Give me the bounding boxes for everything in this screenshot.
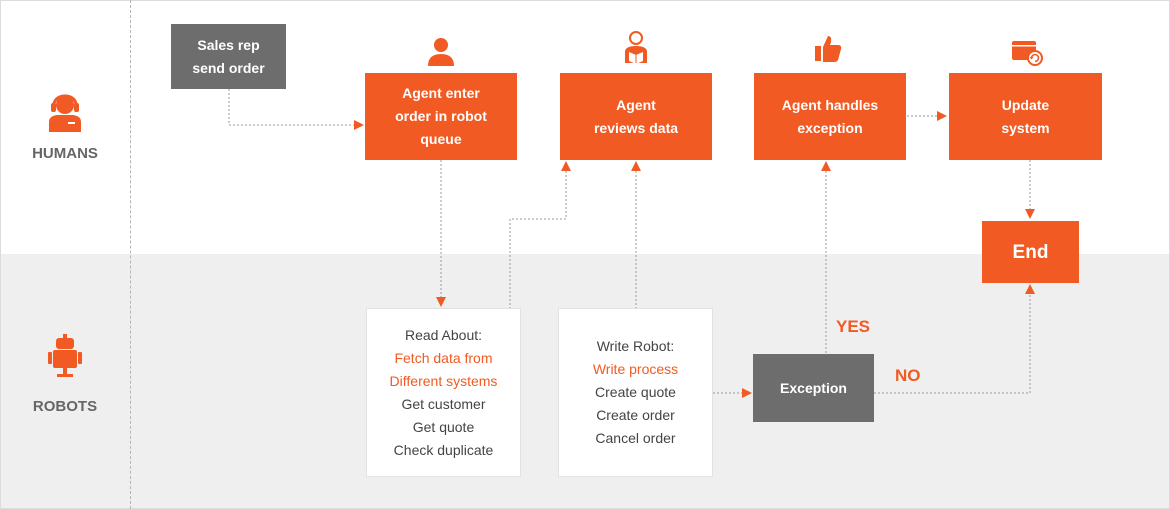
yes-label: YES [836, 317, 871, 336]
write-robot-title: Write Robot: [596, 338, 675, 354]
write-robot-step: Create order [596, 407, 675, 423]
edge-sales-to-agent-enter [228, 89, 364, 130]
reading-person-icon [625, 31, 647, 64]
read-robot-highlight-2: Different systems [389, 372, 498, 389]
edge-exception-no [874, 284, 1035, 394]
no-label: NO [895, 366, 921, 385]
edge-read-to-agent-reviews [509, 161, 571, 309]
end-label: End [1012, 241, 1049, 263]
write-robot-box: Write Robot: Write process Create quote … [559, 309, 712, 476]
thumbs-up-icon [815, 36, 842, 62]
sales-rep-line-1: Sales rep [197, 36, 260, 53]
end-box: End [982, 221, 1079, 283]
write-robot-step: Create quote [595, 384, 676, 400]
person-with-headset-icon [49, 94, 81, 132]
agent-enter-line-2: order in robot [395, 108, 487, 124]
update-window-icon [1012, 41, 1043, 66]
agent-enter-line-1: Agent enter [402, 85, 480, 101]
sales-rep-box: Sales rep send order [171, 24, 286, 89]
update-system-line-1: Update [1001, 96, 1050, 113]
read-robot-step: Check duplicate [393, 441, 494, 458]
agent-enter-box: Agent enter order in robot queue [365, 73, 517, 160]
exception-label: Exception [780, 379, 847, 396]
humans-lane-label: HUMANS [32, 145, 98, 162]
agent-handles-box: Agent handles exception [754, 73, 906, 160]
agent-reviews-line-2: reviews data [593, 119, 679, 136]
agent-handles-line-2: exception [797, 119, 863, 136]
update-system-box: Update system [949, 73, 1102, 160]
robots-lane-label: ROBOTS [32, 398, 98, 415]
agent-reviews-box: Agent reviews data [560, 73, 712, 160]
read-robot-box: Read About: Fetch data from Different sy… [367, 309, 520, 476]
exception-box: Exception [753, 354, 874, 422]
read-robot-title: Read About: [404, 326, 483, 343]
write-robot-highlight: Write process [592, 361, 679, 377]
agent-handles-line-1: Agent handles [781, 96, 879, 113]
lane-divider [130, 0, 131, 509]
agent-reviews-line-1: Agent [616, 96, 656, 113]
user-icon [428, 38, 454, 66]
update-system-line-2: system [1001, 119, 1050, 136]
write-robot-step: Cancel order [595, 430, 676, 446]
read-robot-highlight-1: Fetch data from [394, 349, 493, 366]
agent-enter-line-3: queue [420, 131, 462, 147]
read-robot-step: Get quote [412, 418, 475, 435]
robot-icon [48, 334, 82, 377]
read-robot-step: Get customer [401, 395, 486, 412]
sales-rep-line-2: send order [192, 59, 265, 76]
